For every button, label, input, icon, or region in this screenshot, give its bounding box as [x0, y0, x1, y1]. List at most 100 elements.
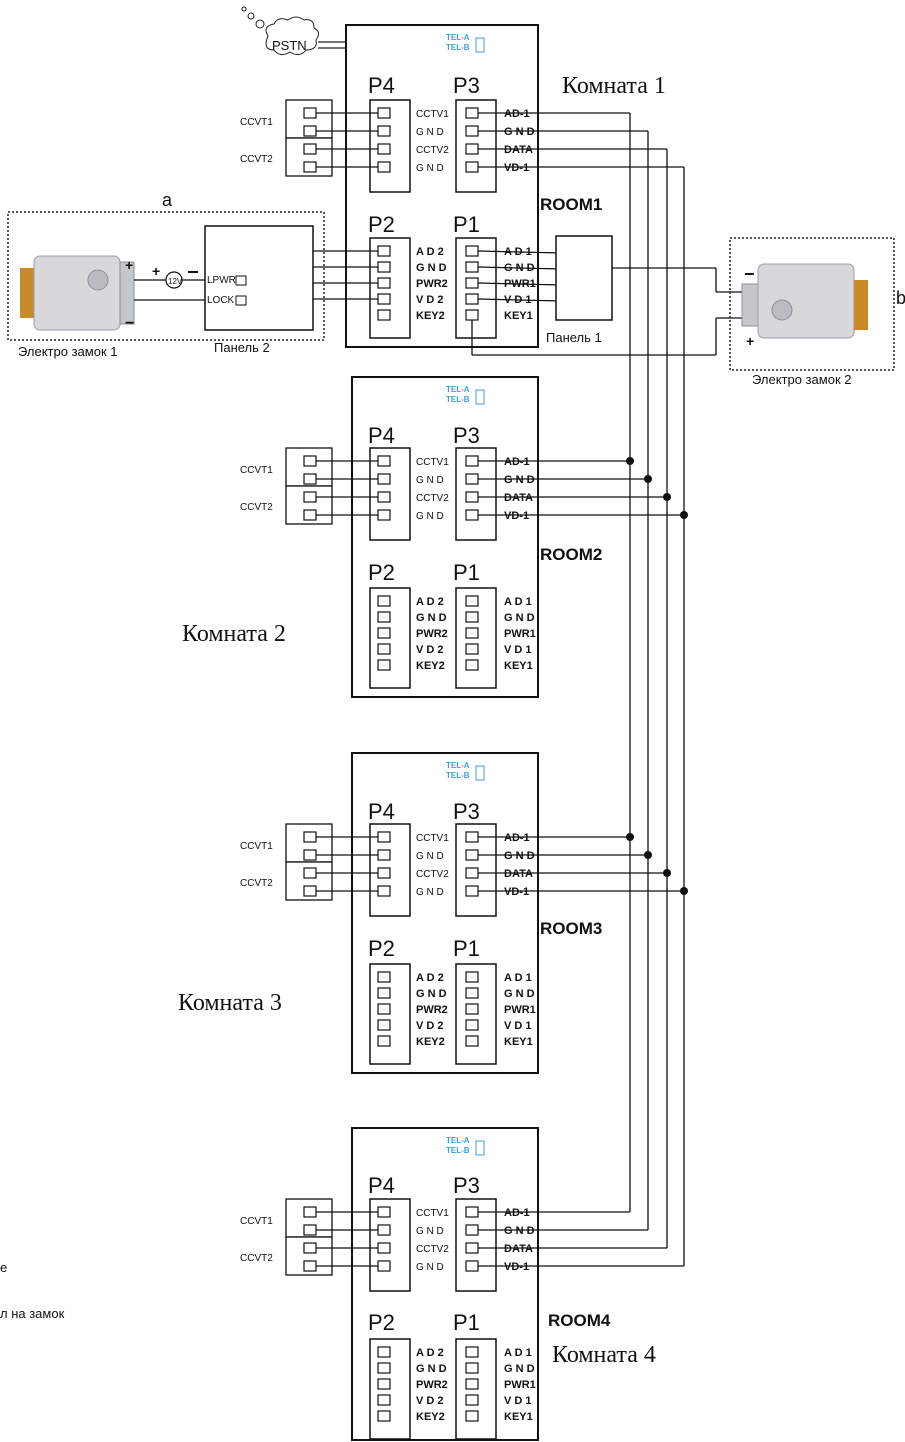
p2-pin-label: PWR2	[416, 1379, 448, 1391]
tel-b-label: TEL-B	[446, 43, 470, 52]
camera-pin	[303, 473, 317, 485]
port-p4: P4	[368, 73, 395, 98]
pstn-label: PSTN	[272, 38, 307, 53]
room3-caption: Комната 3	[178, 990, 282, 1016]
p2-pin	[377, 595, 391, 607]
p1-pin-label: KEY1	[504, 310, 533, 322]
p3-pin	[465, 1260, 479, 1272]
p1-pin-label: KEY1	[504, 1411, 533, 1423]
camera-label: CCVT2	[240, 154, 273, 165]
port-p3: P3	[453, 423, 480, 448]
p1-pin-label: G N D	[504, 612, 535, 624]
p4-pin-label: G N D	[416, 163, 444, 174]
p4-pin	[377, 491, 391, 503]
p1-pin-label: KEY1	[504, 660, 533, 672]
svg-text:+: +	[152, 263, 160, 279]
room1-caption: Комната 1	[562, 73, 666, 99]
tel-b-label: TEL-B	[446, 771, 470, 780]
panel2-label: Панель 2	[214, 340, 270, 355]
panel1-wire	[477, 266, 563, 270]
p4-pin	[377, 473, 391, 485]
p3-pin	[465, 867, 479, 879]
panel1-label: Панель 1	[546, 330, 602, 345]
p1-pin-label: V D 1	[504, 1395, 532, 1407]
p3-pin	[465, 1206, 479, 1218]
p3-pin-label: DATA	[504, 144, 533, 156]
left-edge-text-2: л на замок	[0, 1306, 65, 1321]
p2-pin	[377, 1035, 391, 1047]
p4-pin-label: G N D	[416, 1262, 444, 1273]
panel1-wire	[477, 282, 563, 286]
p4-pin	[377, 1206, 391, 1218]
port-p2: P2	[368, 936, 395, 961]
p3-pin-label: DATA	[504, 492, 533, 504]
camera-pin	[303, 1242, 317, 1254]
p2-pin	[377, 1346, 391, 1358]
room-code: ROOM1	[540, 195, 602, 214]
p4-pin	[377, 885, 391, 897]
p2-pin	[377, 293, 391, 305]
p2-pin-label: V D 2	[416, 1020, 444, 1032]
camera-label: CCVT1	[240, 465, 273, 476]
p4-pin	[377, 143, 391, 155]
p4-pin	[377, 509, 391, 521]
pstn-cloud: PSTN	[241, 6, 320, 56]
tel-b-label: TEL-B	[446, 1146, 470, 1155]
p2-pin-label: KEY2	[416, 1411, 445, 1423]
p3-pin-label: VD-1	[504, 162, 529, 174]
p1-pin	[465, 1035, 479, 1047]
p2-pin	[377, 1410, 391, 1422]
p1-pin	[465, 643, 479, 655]
port-p4: P4	[368, 423, 395, 448]
camera-pin	[303, 509, 317, 521]
lock2-label: Электро замок 2	[752, 372, 851, 387]
p3-pin-label: G N D	[504, 850, 535, 862]
p2-pin-label: V D 2	[416, 1395, 444, 1407]
p3-pin-label: VD-1	[504, 1261, 529, 1273]
tel-b-label: TEL-B	[446, 395, 470, 404]
p2-pin-label: KEY2	[416, 310, 445, 322]
camera-pin	[303, 143, 317, 155]
p3-pin	[465, 831, 479, 843]
p2-pin	[377, 627, 391, 639]
p2-pin	[377, 971, 391, 983]
camera-label: CCVT1	[240, 841, 273, 852]
p2-pin	[377, 1019, 391, 1031]
left-edge-text-1: e	[0, 1260, 7, 1275]
port-p1: P1	[453, 936, 480, 961]
p2-pin-label: A D 2	[416, 596, 444, 608]
p2-pin	[377, 987, 391, 999]
p2-pin-label: KEY2	[416, 1036, 445, 1048]
p4-pin-label: G N D	[416, 475, 444, 486]
p3-pin	[465, 849, 479, 861]
marker-a: a	[162, 190, 173, 210]
p2-pin	[377, 261, 391, 273]
p4-pin-label: CCTV2	[416, 869, 449, 880]
p2-pin	[377, 245, 391, 257]
p4-pin	[377, 867, 391, 879]
marker-b: b	[896, 288, 905, 308]
p3-pin	[465, 1242, 479, 1254]
p4-pin-label: CCTV1	[416, 833, 449, 844]
p4-pin	[377, 831, 391, 843]
p4-pin-label: G N D	[416, 887, 444, 898]
port-p3: P3	[453, 799, 480, 824]
p3-pin	[465, 509, 479, 521]
p1-pin	[465, 971, 479, 983]
room2-caption: Комната 2	[182, 621, 286, 647]
p2-pin	[377, 1362, 391, 1374]
p1-pin-label: PWR1	[504, 1004, 536, 1016]
lock1-minus: −	[125, 315, 134, 332]
p2-pin-label: V D 2	[416, 294, 444, 306]
camera-pin	[303, 867, 317, 879]
room4-caption: Комната 4	[552, 1342, 656, 1368]
p4-pin	[377, 1260, 391, 1272]
p3-pin-label: VD-1	[504, 510, 529, 522]
p3-pin	[465, 161, 479, 173]
panel1-wire	[477, 250, 563, 254]
lock2-brass	[854, 280, 868, 330]
p1-pin-label: A D 1	[504, 596, 532, 608]
p3-pin	[465, 125, 479, 137]
p1-pin	[465, 987, 479, 999]
p1-pin-label: V D 1	[504, 644, 532, 656]
